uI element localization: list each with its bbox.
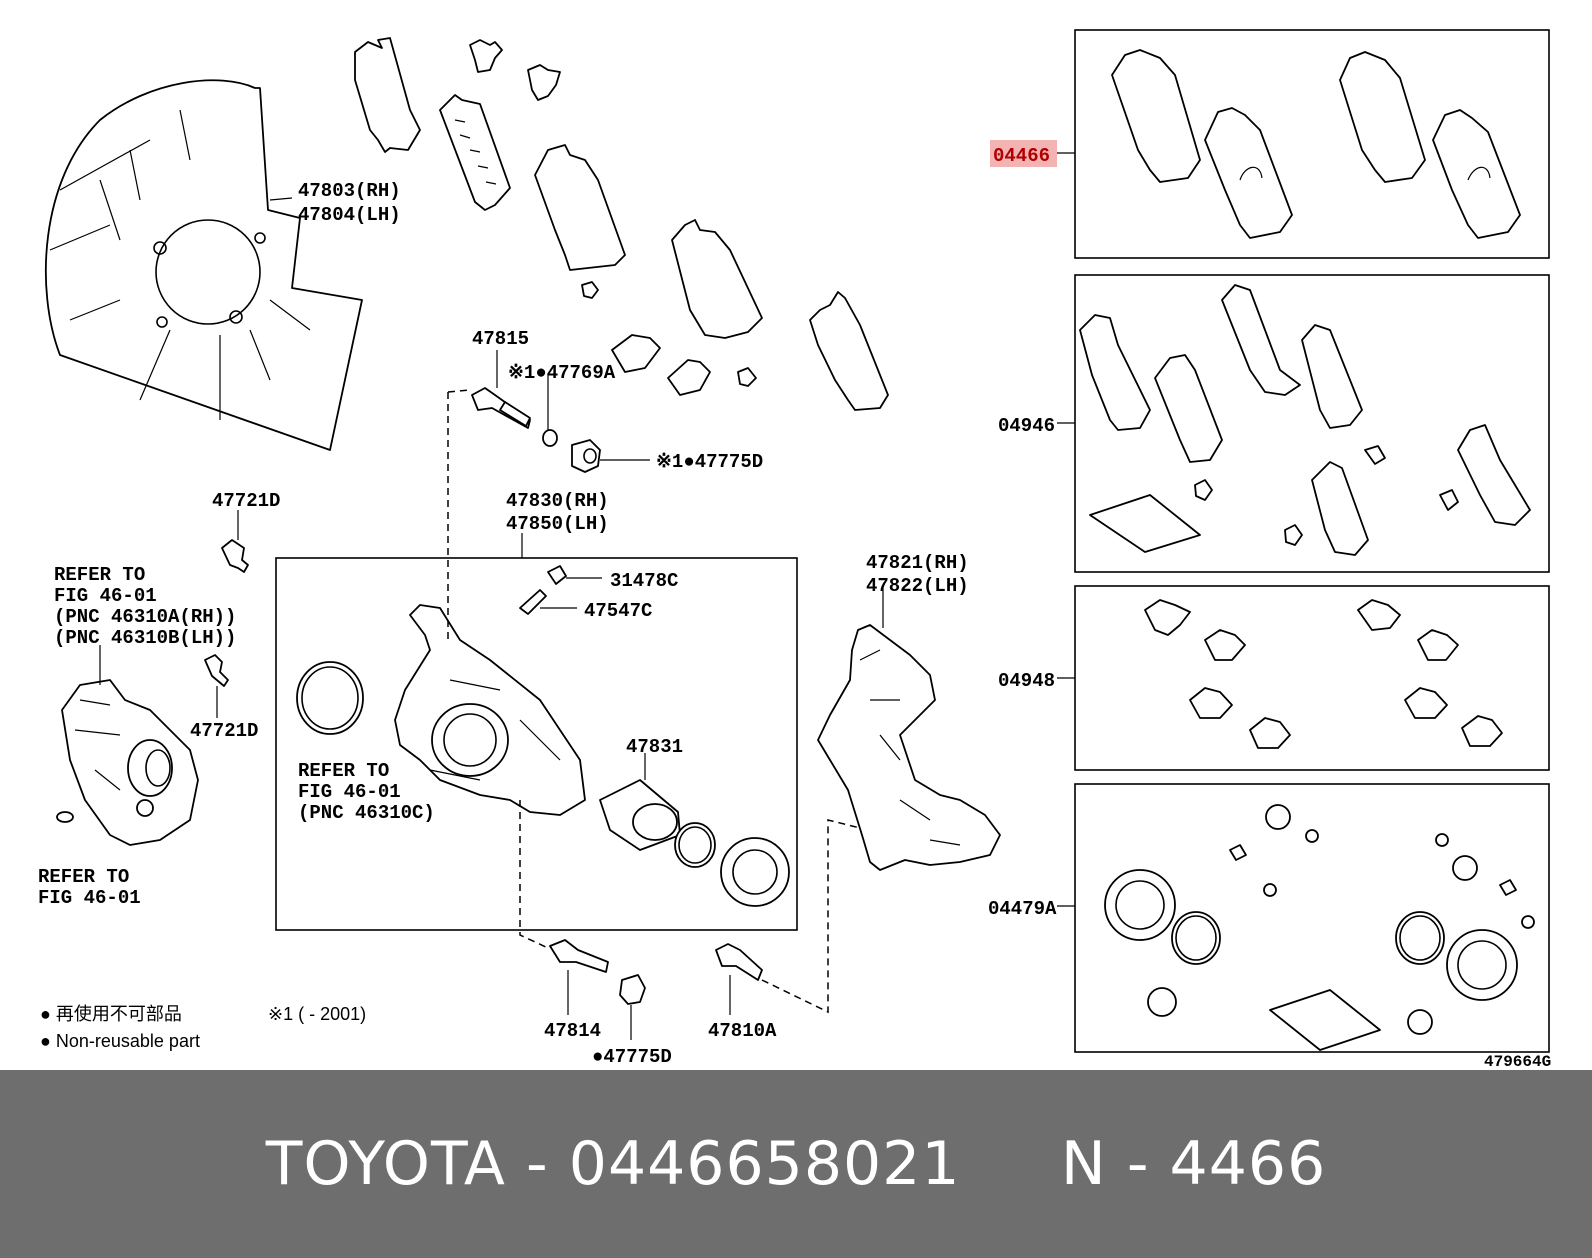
label-47775d-bottom: ●47775D [592, 1046, 672, 1068]
label-47815: 47815 [472, 328, 529, 350]
label-47721d-b: 47721D [190, 720, 258, 742]
label-mount-rh: 47821(RH) [866, 552, 969, 574]
label-shield-lh: 47804(LH) [298, 204, 401, 226]
legend-en: ● Non-reusable part [40, 1031, 200, 1051]
kit-box-04466 [1074, 29, 1550, 259]
label-kit-04946[interactable]: 04946 [998, 415, 1055, 437]
label-shield-rh: 47803(RH) [298, 180, 401, 202]
label-47831: 47831 [626, 736, 683, 758]
label-small-ref-2: FIG 46-01 [38, 887, 141, 909]
label-47547c: 47547C [584, 600, 652, 622]
label-47769a: ※1●47769A [508, 362, 616, 384]
legend-jp: ● 再使用不可部品 [40, 1004, 182, 1024]
pad-shim-drawings [354, 37, 889, 411]
caliper-assembly-box [275, 557, 798, 931]
exploded-parts-diagram: 47803(RH) 47804(LH) 47815 ※1●47769A ※1●4… [38, 29, 1551, 1070]
label-mount-lh: 47822(LH) [866, 575, 969, 597]
leader-lines [99, 152, 1075, 1040]
legend-note: ※1 ( - 2001) [268, 1004, 366, 1024]
label-actuator-ref-1: REFER TO [54, 564, 145, 586]
label-actuator-ref-2: FIG 46-01 [54, 585, 157, 607]
label-actuator-ref-4: (PNC 46310B(LH)) [54, 627, 236, 649]
dust-shield-drawing [44, 79, 363, 451]
caliper-actuator-drawing [56, 679, 199, 846]
kit-box-04479a [1074, 783, 1550, 1053]
figure-number: 479664G [1484, 1053, 1551, 1070]
label-kit-04479a[interactable]: 04479A [988, 898, 1057, 920]
label-ring-ref-3: (PNC 46310C) [298, 802, 435, 824]
label-ring-ref-2: FIG 46-01 [298, 781, 401, 803]
label-ring-ref-1: REFER TO [298, 760, 389, 782]
kit-04466-pads-drawing [1111, 49, 1521, 239]
bleeder-drawings [204, 539, 249, 687]
bolt-drawings [471, 387, 763, 1005]
label-47775d-top: ※1●47775D [656, 451, 763, 473]
caliper-body-drawing [296, 565, 790, 907]
kit-04946-parts-drawing [1079, 284, 1531, 556]
label-small-ref-1: REFER TO [38, 866, 129, 888]
label-47814: 47814 [544, 1020, 601, 1042]
label-47810a: 47810A [708, 1020, 777, 1042]
label-caliper-rh: 47830(RH) [506, 490, 609, 512]
label-caliper-lh: 47850(LH) [506, 513, 609, 535]
label-kit-04466[interactable]: 04466 [993, 145, 1050, 167]
part-number-banner: TOYOTA - 0446658021 N - 4466 [0, 1070, 1592, 1258]
label-31478c: 31478C [610, 570, 678, 592]
kit-box-04948 [1074, 585, 1550, 771]
caliper-mount-drawing [817, 624, 1001, 871]
kit-box-04946 [1074, 274, 1550, 573]
kit-04466-highlight [990, 140, 1057, 167]
part-number-text: TOYOTA - 0446658021 N - 4466 [265, 1129, 1327, 1199]
label-47721d-a: 47721D [212, 490, 280, 512]
label-actuator-ref-3: (PNC 46310A(RH)) [54, 606, 236, 628]
kit-04948-clips-drawing [1144, 599, 1503, 749]
label-kit-04948[interactable]: 04948 [998, 670, 1055, 692]
kit-04479a-seals-drawing [1104, 804, 1535, 1051]
